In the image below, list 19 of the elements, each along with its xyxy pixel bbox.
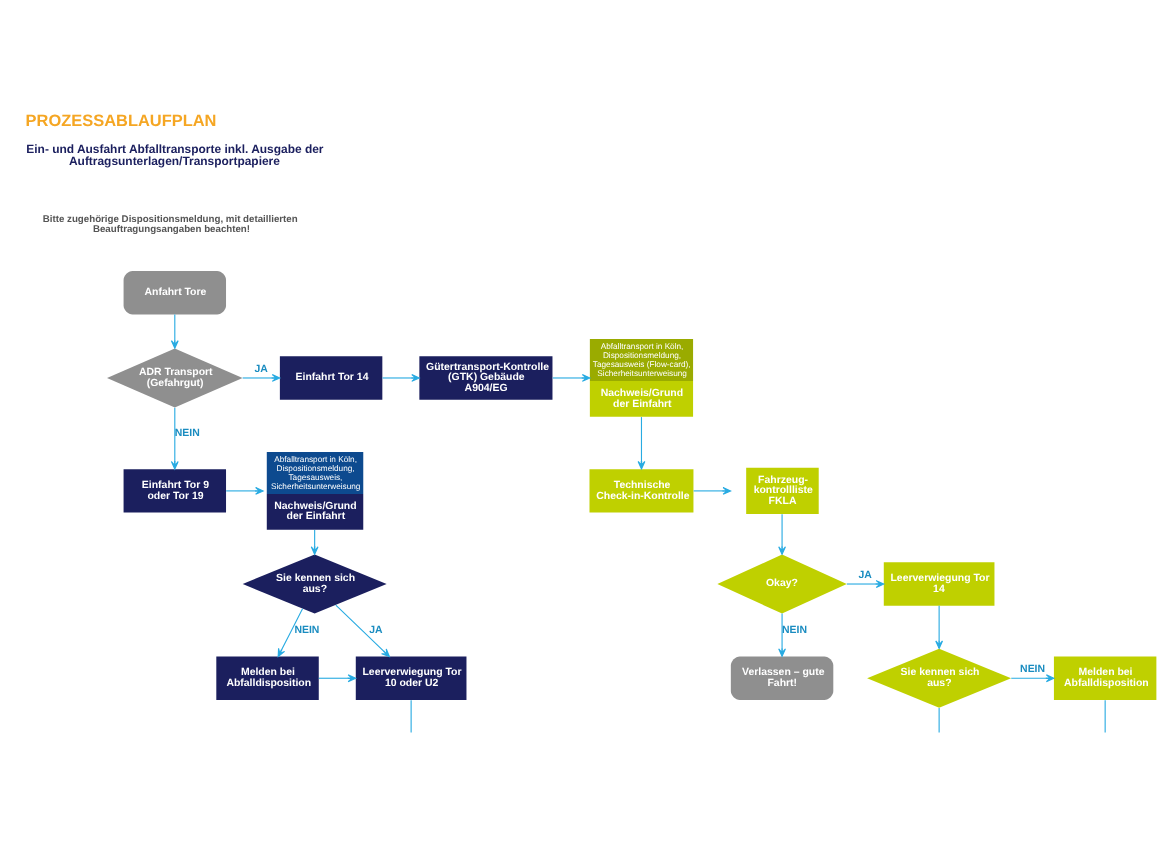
connector: [1104, 699, 1106, 733]
arrow: [846, 580, 885, 588]
connector: [410, 699, 412, 733]
arrow: [277, 608, 304, 658]
arrow: [552, 374, 591, 382]
arrow: [693, 487, 732, 495]
arrow: [778, 513, 786, 555]
arrow: [335, 604, 390, 658]
arrow: [225, 487, 264, 495]
arrow: [170, 314, 179, 349]
arrow: [318, 674, 357, 683]
arrow: [778, 613, 786, 657]
arrow: [170, 407, 179, 470]
arrow: [381, 374, 420, 382]
arrow: [637, 416, 646, 470]
arrow: [935, 605, 944, 649]
connector: [938, 707, 940, 733]
arrow: [1010, 674, 1055, 683]
arrow: [242, 374, 281, 382]
